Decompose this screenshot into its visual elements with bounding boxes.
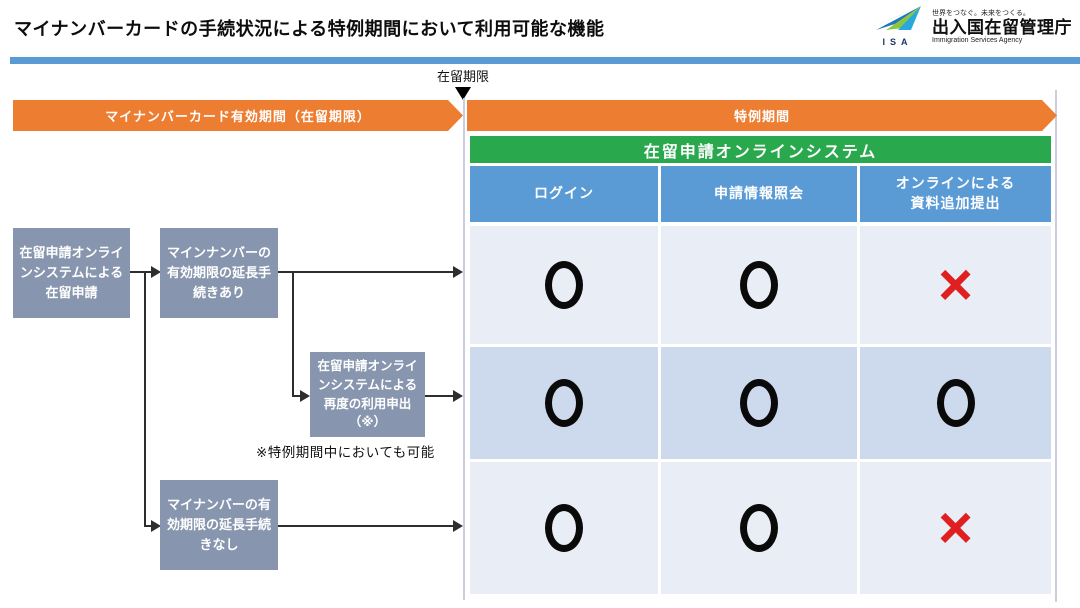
arrowhead-icon: [151, 520, 161, 532]
deadline-boundary-line: [463, 98, 465, 600]
arrowhead-icon: [453, 266, 463, 278]
card-validity-banner-label: マイナンバーカード有効期間（在留期限）: [105, 109, 371, 124]
connector-line: [292, 271, 294, 397]
down-triangle-icon: [455, 87, 471, 100]
matrix-row-1: ×: [470, 226, 1051, 344]
circle-mark: [740, 504, 778, 552]
column-header-login: ログイン: [470, 166, 658, 222]
matrix-cell: [470, 462, 658, 594]
residence-deadline-label: 在留期限: [436, 69, 489, 84]
connector-line: [130, 271, 146, 273]
connector-line: [144, 271, 146, 527]
matrix-cell: [661, 347, 857, 459]
connector-line: [278, 271, 454, 273]
isa-org-name-ja: 出入国在留管理庁: [932, 17, 1072, 37]
matrix-cell: [470, 226, 658, 344]
matrix-row-2: [470, 347, 1051, 459]
connector-line: [292, 395, 302, 397]
arrowhead-icon: [151, 266, 161, 278]
flow-box-online-application: 在留申請オンラインシステムによる在留申請: [13, 228, 130, 318]
circle-mark: [545, 504, 583, 552]
card-validity-banner: マイナンバーカード有効期間（在留期限）: [13, 100, 463, 131]
right-boundary-line: [1055, 90, 1057, 602]
online-system-header: 在留申請オンラインシステム: [470, 136, 1051, 163]
isa-abbr: ISA: [882, 37, 913, 47]
circle-mark: [936, 379, 975, 427]
isa-tagline: 世界をつなぐ。未来をつくる。: [932, 9, 1030, 17]
matrix-body: ××: [470, 226, 1051, 594]
arrowhead-icon: [453, 390, 463, 402]
matrix-cell: [661, 226, 857, 344]
page-title: マイナンバーカードの手続状況による特例期間において利用可能な機能: [14, 19, 605, 39]
flow-box-extension-no: マイナンバーの有効期限の延長手続きなし: [160, 480, 278, 570]
isa-org-name-en: Immigration Services Agency: [932, 37, 1023, 45]
isa-logo: ISA 世界をつなぐ。未来をつくる。 出入国在留管理庁 Immigration …: [865, 5, 1072, 47]
matrix-cell: ×: [860, 462, 1051, 594]
circle-mark: [545, 379, 583, 427]
matrix-cell: [470, 347, 658, 459]
circle-mark: [545, 261, 583, 309]
connector-line: [425, 395, 454, 397]
flow-box-reapply: 在留申請オンラインシステムによる再度の利用申出（※）: [310, 352, 425, 437]
connector-line: [146, 271, 153, 273]
circle-mark: [740, 379, 778, 427]
isa-logo-text: 世界をつなぐ。未来をつくる。 出入国在留管理庁 Immigration Serv…: [932, 8, 1072, 45]
paper-plane-icon: [867, 5, 923, 36]
special-period-banner: 特例期間: [467, 100, 1057, 131]
title-underline: [10, 57, 1080, 64]
cross-mark: ×: [937, 494, 974, 561]
column-header-inquiry: 申請情報照会: [661, 166, 857, 222]
special-period-banner-label: 特例期間: [733, 109, 790, 124]
arrowhead-icon: [453, 520, 463, 532]
circle-mark: [740, 261, 778, 309]
footnote: ※特例期間中においても可能: [256, 445, 435, 460]
matrix-cell: [860, 347, 1051, 459]
column-header-online-submit: オンラインによる 資料追加提出: [860, 166, 1051, 222]
connector-line: [146, 525, 153, 527]
cross-mark: ×: [937, 251, 974, 318]
matrix-cell: ×: [860, 226, 1051, 344]
matrix-row-3: ×: [470, 462, 1051, 594]
matrix-column-headers: ログイン 申請情報照会 オンラインによる 資料追加提出: [470, 166, 1051, 222]
arrowhead-icon: [300, 390, 310, 402]
isa-logo-icon-block: ISA: [865, 5, 925, 47]
connector-line: [278, 525, 454, 527]
flow-box-extension-yes: マインナンバーの有効期限の延長手続きあり: [160, 228, 278, 318]
matrix-cell: [661, 462, 857, 594]
